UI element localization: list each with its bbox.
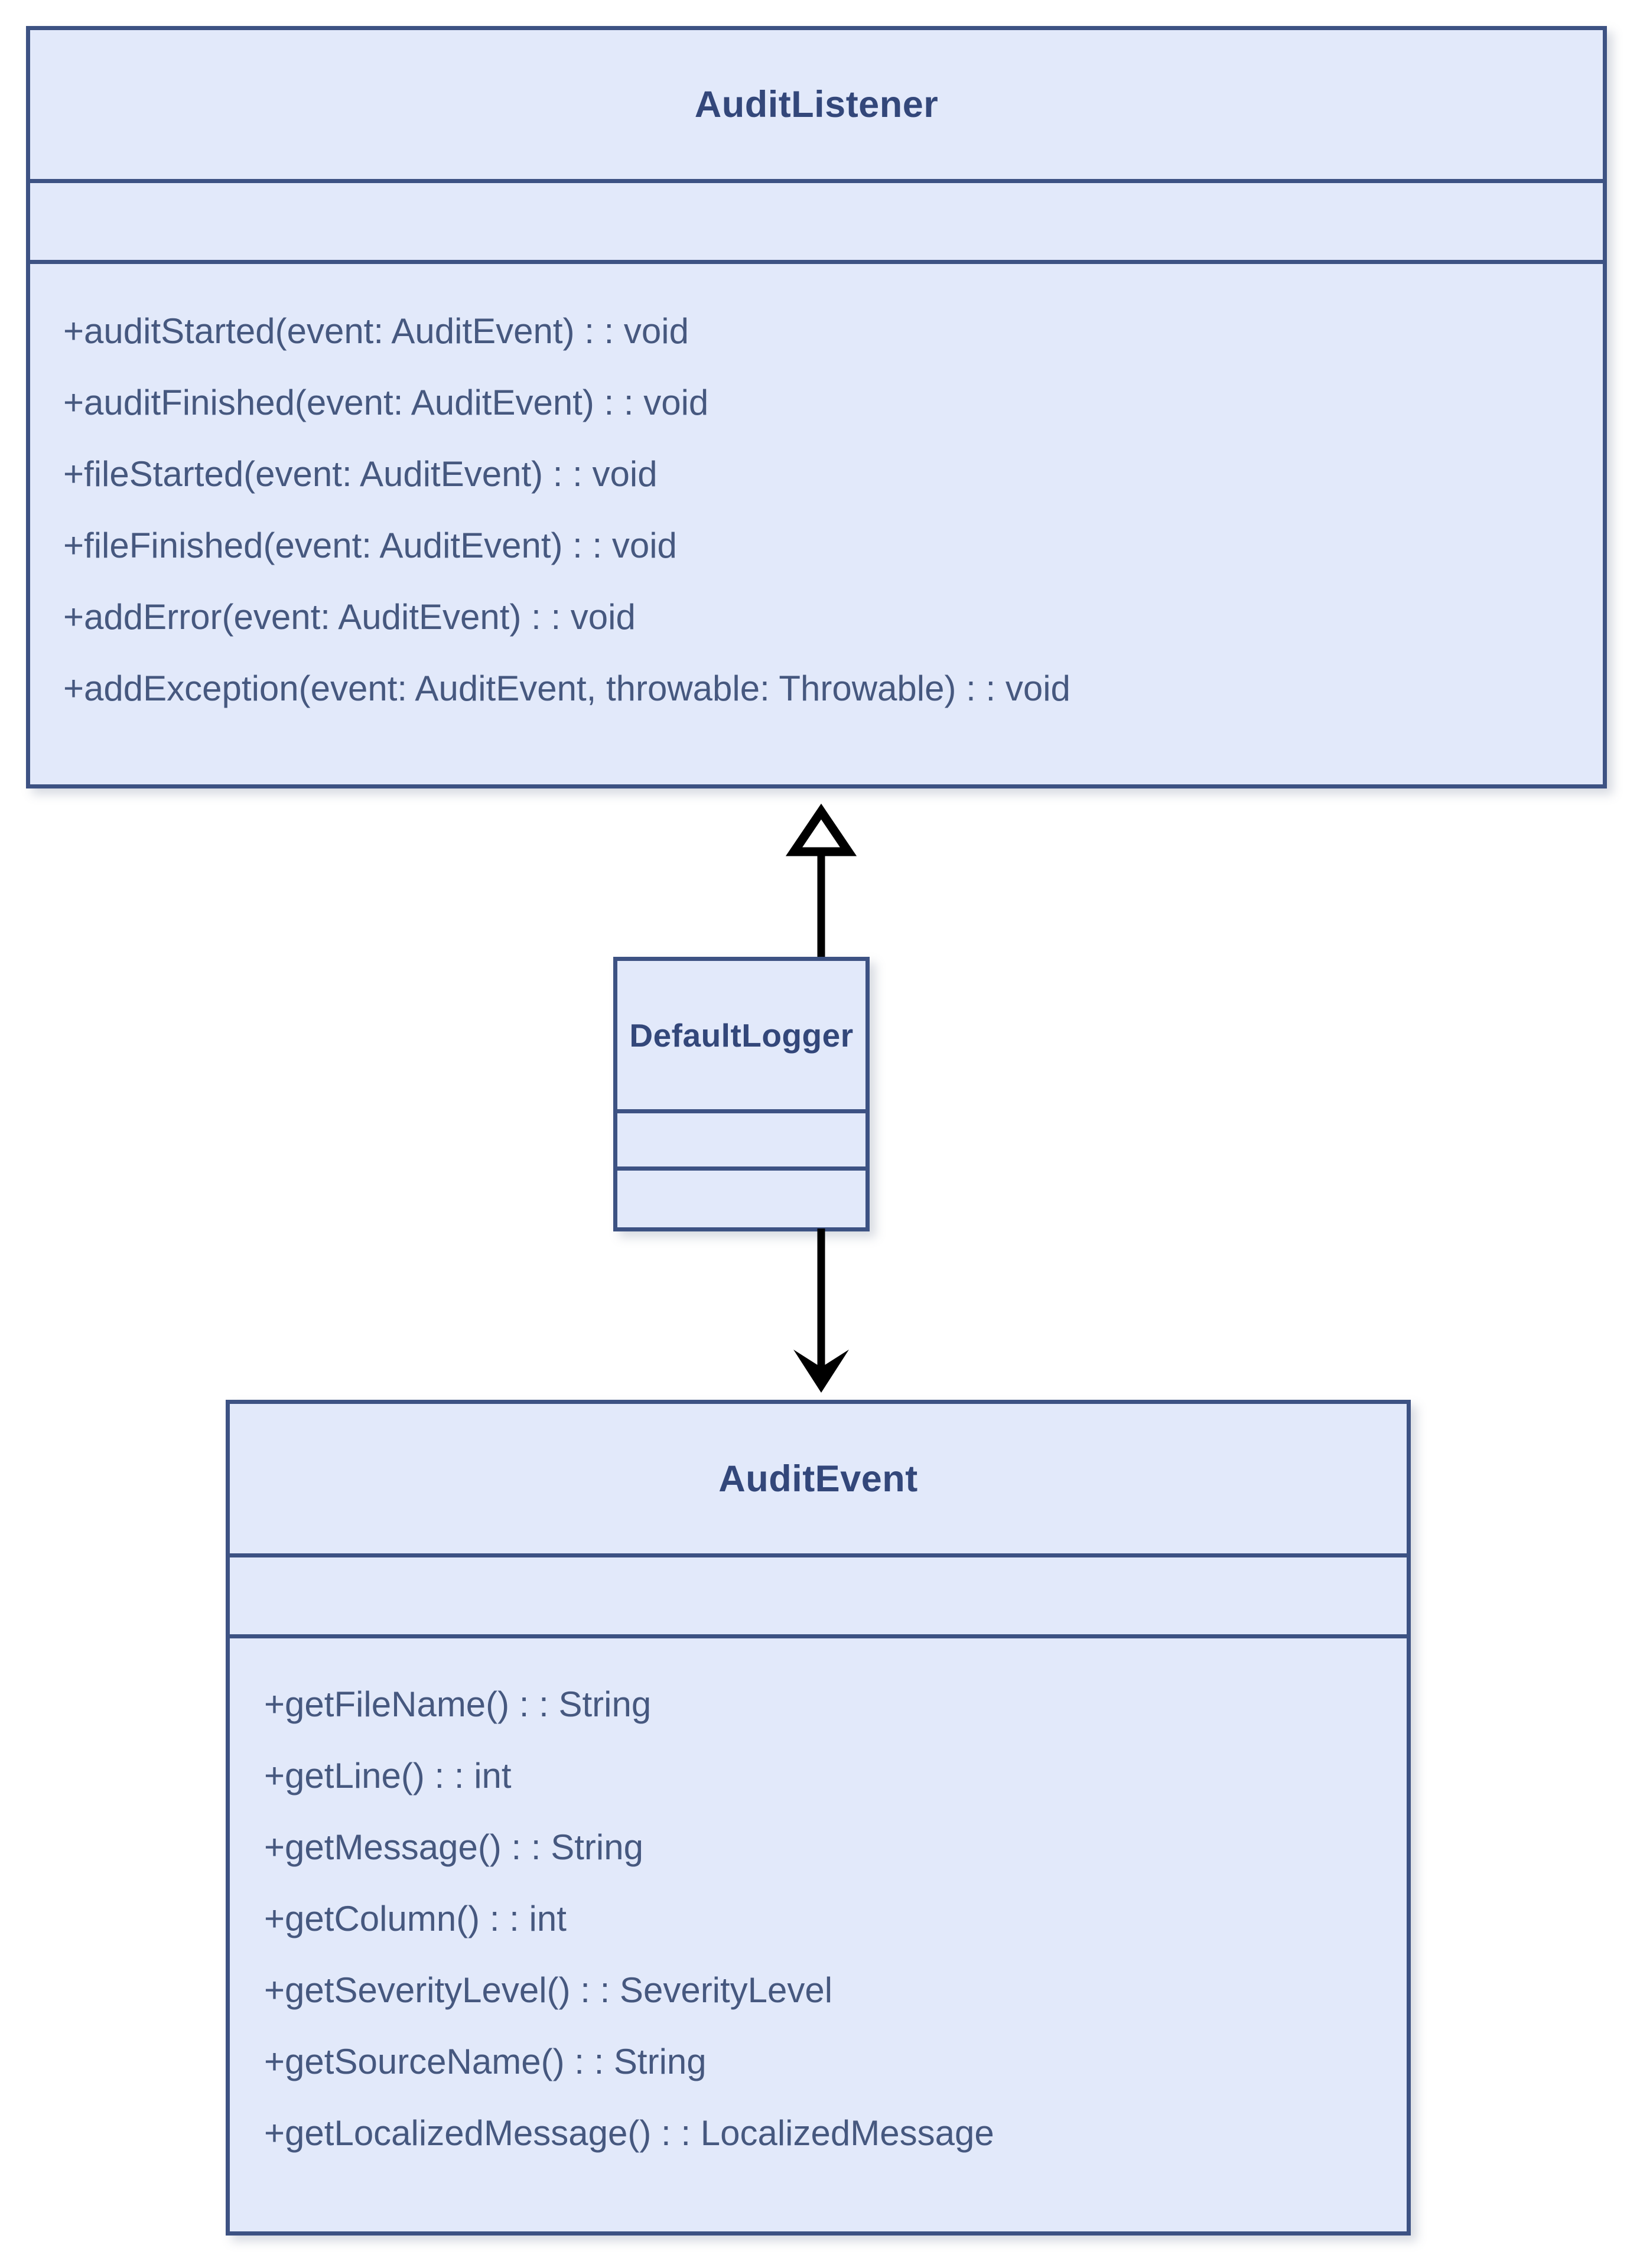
class-methods-compartment: +auditStarted(event: AuditEvent) : : voi… xyxy=(30,260,1603,788)
uml-class-auditevent[interactable]: AuditEvent +getFileName() : : String +ge… xyxy=(226,1400,1411,2236)
class-name-auditevent: AuditEvent xyxy=(718,1458,918,1500)
class-title-compartment: AuditListener xyxy=(30,30,1603,179)
class-method: +addError(event: AuditEvent) : : void xyxy=(63,597,636,637)
class-name-defaultlogger: DefaultLogger xyxy=(629,1016,854,1054)
association-connector xyxy=(793,1228,849,1393)
class-method: +getMessage() : : String xyxy=(264,1827,643,1867)
class-method: +auditStarted(event: AuditEvent) : : voi… xyxy=(63,311,689,351)
solid-barb-arrowhead-icon xyxy=(793,1350,849,1393)
class-method: +getLocalizedMessage() : : LocalizedMess… xyxy=(264,2113,994,2153)
class-method: +getColumn() : : int xyxy=(264,1899,567,1938)
uml-class-defaultlogger[interactable]: DefaultLogger xyxy=(613,957,870,1231)
class-method: +getSourceName() : : String xyxy=(264,2042,707,2081)
class-method: +fileFinished(event: AuditEvent) : : voi… xyxy=(63,526,677,565)
class-title-compartment: DefaultLogger xyxy=(617,961,865,1109)
class-name-auditlistener: AuditListener xyxy=(694,84,939,125)
class-method: +getFileName() : : String xyxy=(264,1684,652,1724)
generalization-connector xyxy=(785,803,857,963)
class-attributes-compartment xyxy=(30,179,1603,260)
class-method: +getSeverityLevel() : : SeverityLevel xyxy=(264,1970,833,2010)
class-attributes-compartment xyxy=(617,1109,865,1166)
class-methods-compartment: +getFileName() : : String +getLine() : :… xyxy=(230,1634,1407,2231)
uml-class-auditlistener[interactable]: AuditListener +auditStarted(event: Audit… xyxy=(26,26,1607,788)
class-methods-compartment xyxy=(617,1166,865,1227)
class-attributes-compartment xyxy=(230,1553,1407,1634)
class-method: +auditFinished(event: AuditEvent) : : vo… xyxy=(63,383,709,422)
class-title-compartment: AuditEvent xyxy=(230,1404,1407,1553)
hollow-triangle-arrowhead-icon xyxy=(785,803,857,856)
class-method: +fileStarted(event: AuditEvent) : : void xyxy=(63,454,658,494)
class-method: +addException(event: AuditEvent, throwab… xyxy=(63,669,1070,708)
class-method: +getLine() : : int xyxy=(264,1756,512,1795)
